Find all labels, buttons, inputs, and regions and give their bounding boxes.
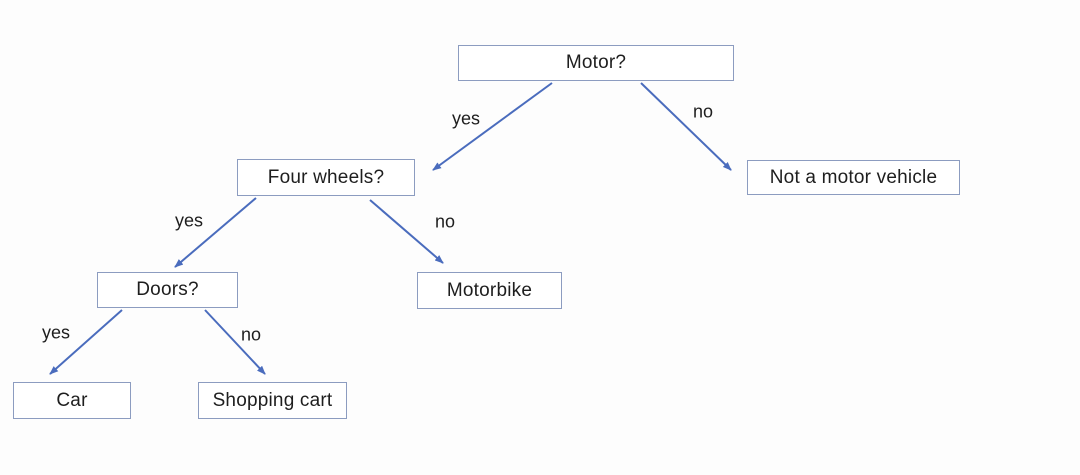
edge-label-doors-yes: yes	[41, 322, 71, 343]
edge-label-motor-yes: yes	[451, 108, 481, 129]
edge-label-four-wheels-no: no	[434, 211, 456, 232]
node-doors: Doors?	[97, 272, 238, 308]
edge-arrow-four-wheels-to-motorbike	[369, 199, 444, 264]
node-car: Car	[13, 382, 131, 419]
edge-arrow-doors-to-shopping-cart	[204, 309, 266, 375]
edge-label-motor-no: no	[692, 101, 714, 122]
node-shopping-cart: Shopping cart	[198, 382, 347, 419]
edge-label-four-wheels-yes: yes	[174, 210, 204, 231]
edge-arrow-four-wheels-to-doors	[174, 197, 257, 268]
edge-arrow-motor-to-four-wheels	[432, 82, 553, 171]
node-motor: Motor?	[458, 45, 734, 81]
node-four-wheels: Four wheels?	[237, 159, 415, 196]
edge-label-doors-no: no	[240, 324, 262, 345]
node-not-motor-vehicle: Not a motor vehicle	[747, 160, 960, 195]
edge-arrow-motor-to-not-motor-vehicle	[640, 82, 732, 171]
edge-arrow-doors-to-car	[49, 309, 123, 375]
node-motorbike: Motorbike	[417, 272, 562, 309]
